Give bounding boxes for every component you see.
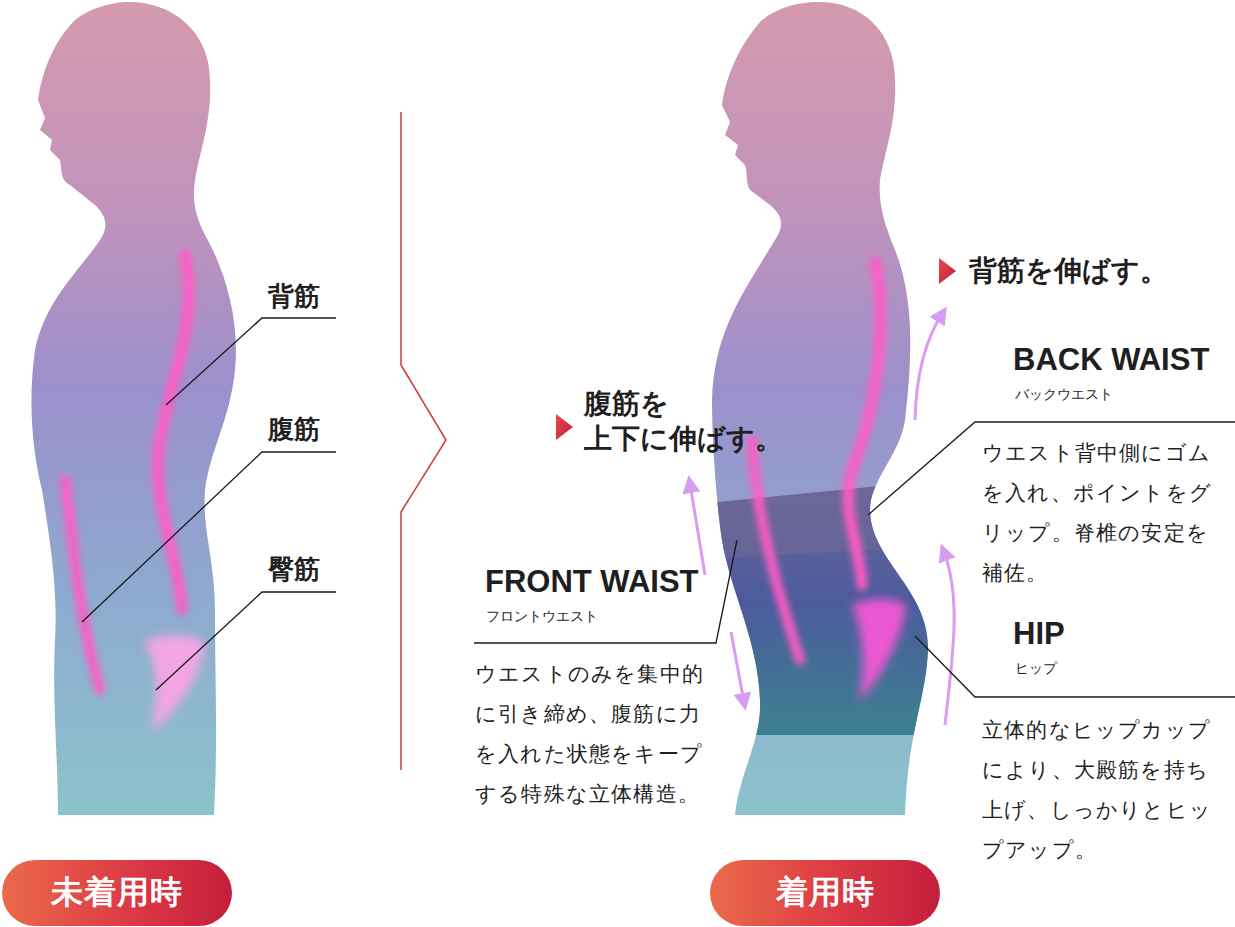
leader-line — [166, 318, 336, 405]
state-label: 未着用時 — [51, 871, 183, 915]
muscle-label: 腹筋 — [268, 413, 320, 446]
garment — [690, 486, 960, 735]
state-badge: 着用時 — [710, 860, 940, 926]
part-subheading: フロントウエスト — [486, 608, 598, 626]
direction-arrow — [731, 632, 744, 702]
garment-shape — [690, 486, 960, 735]
muscle-label: 背筋 — [268, 280, 320, 313]
back-muscle — [158, 255, 189, 610]
state-label: 着用時 — [776, 871, 875, 915]
part-description: 立体的なヒップカップにより、大殿筋を持ち上げ、しっかりとヒップアップ。 — [982, 710, 1230, 870]
part-description: ウエストのみを集中的に引き締め、腹筋に力を入れた状態をキープする特殊な立体構造。 — [475, 654, 705, 814]
leader-line — [915, 636, 1235, 697]
effect-heading: 背筋を伸ばす。 — [969, 253, 1168, 288]
abdominal-muscle — [65, 480, 100, 690]
part-subheading: ヒップ — [1015, 660, 1057, 678]
part-heading: BACK WAIST — [1013, 341, 1209, 380]
gluteal-muscle — [145, 635, 205, 732]
abdominal-muscle — [752, 440, 800, 660]
divider-chevron — [401, 112, 446, 770]
state-badge: 未着用時 — [2, 860, 232, 926]
effect-heading: 腹筋を 上下に伸ばす。 — [584, 386, 814, 456]
pointer-triangle — [939, 258, 956, 284]
muscle-label: 臀筋 — [268, 553, 320, 586]
direction-arrow — [915, 314, 942, 420]
part-subheading: バックウエスト — [1015, 386, 1113, 404]
garment-waistband — [690, 486, 960, 560]
body-silhouette — [31, 2, 235, 815]
leader-line — [82, 452, 336, 622]
part-description: ウエスト背中側にゴムを入れ、ポイントをグリップ。脊椎の安定を補佐。 — [982, 433, 1230, 593]
part-heading: HIP — [1013, 615, 1065, 654]
direction-arrow — [690, 484, 705, 575]
leader-line — [156, 592, 336, 690]
direction-arrow — [944, 552, 954, 725]
gluteal-muscle — [852, 599, 906, 702]
part-heading: FRONT WAIST — [485, 563, 699, 602]
pointer-triangle — [556, 414, 573, 440]
back-muscle — [848, 262, 880, 585]
leader-line — [474, 540, 737, 643]
